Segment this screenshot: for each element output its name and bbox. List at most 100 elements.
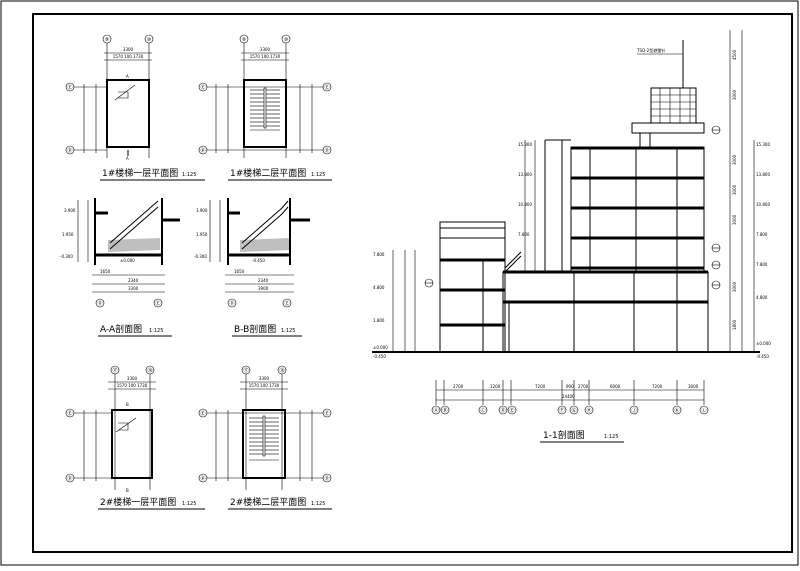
level-text: -0.450 <box>756 354 769 359</box>
stair-flight-fill <box>240 238 290 252</box>
stair-walls <box>243 79 287 148</box>
level-text: 10.800 <box>518 202 532 207</box>
dim-text: 7200 <box>652 384 663 389</box>
axis-ticks <box>435 380 705 405</box>
drawing-title: B-B剖面图 <box>234 323 276 335</box>
axis-label: ⑨ <box>242 37 246 43</box>
row-axis-label: Ⓓ <box>200 475 205 482</box>
dim-text: 1570 100 1730 <box>113 54 144 59</box>
level-text: 3.900 <box>64 208 76 213</box>
dim-text: 3000 <box>732 89 737 100</box>
section-bb: 3.900 1.950 -0.300 -0.450 1650 2340 3900… <box>194 198 310 337</box>
row-axis-label: Ⓓ <box>324 147 329 154</box>
dim-text: 1570 100 1730 <box>249 383 280 388</box>
section-mark: B <box>126 488 129 493</box>
dim-text: 3000 <box>732 154 737 165</box>
axis-label: Ⓔ <box>284 300 289 307</box>
dim-text: 1650 <box>234 269 245 274</box>
level-text: -0.300 <box>60 254 73 259</box>
stair-walls <box>242 409 286 479</box>
stair-walls <box>106 79 150 148</box>
row-axis-label: Ⓔ <box>324 410 329 417</box>
dim-text: 1570 100 1730 <box>117 383 148 388</box>
row-axis-label: Ⓔ <box>200 410 205 417</box>
dim-text: 1650 <box>100 269 111 274</box>
axis-label: Ⓓ <box>229 300 234 307</box>
dim-text: 3300 <box>123 47 134 52</box>
axis-label: Ⓔ <box>155 300 160 307</box>
axis-label: Ⓕ <box>559 407 564 414</box>
level-text: 13.800 <box>756 172 770 177</box>
inner-frame <box>32 13 793 553</box>
drawing-title: 1#楼梯二层平面图 <box>230 167 306 179</box>
dim-text: 3300 <box>259 376 270 381</box>
axis-label: Ⓐ <box>433 407 438 414</box>
drawing-scale: 1:125 <box>182 172 196 178</box>
dim-text: 3000 <box>732 214 737 225</box>
axis-label: Ⓖ <box>571 407 576 414</box>
row-axis-label: Ⓓ <box>67 147 72 154</box>
dim-text: 2700 <box>453 384 464 389</box>
stair-walls <box>111 409 153 479</box>
plan-2f-stair-2: ⑰ ⑱ 3300 1570 100 1730 Ⓔ Ⓓ Ⓔ <box>198 365 332 510</box>
level-text: 4.800 <box>373 285 385 290</box>
dim-text: 3300 <box>128 286 139 291</box>
plan-2f-stair-1: ⑨ ⑩ 3300 1570 100 1730 Ⓔ Ⓓ Ⓔ <box>198 34 332 181</box>
row-axis-label: Ⓓ <box>324 475 329 482</box>
section-mark: A <box>126 74 129 79</box>
axis-label: ⑰ <box>243 367 248 374</box>
drawing-title: 1#楼梯一层平面图 <box>102 167 178 179</box>
section-mark: B <box>126 402 129 407</box>
drawing-title: 1-1剖面图 <box>543 429 585 441</box>
drawing-scale: 1:125 <box>149 328 163 334</box>
dim-text: 4500 <box>732 49 737 60</box>
level-text: 15.300 <box>756 142 770 147</box>
dim-text: 1570 100 1730 <box>250 54 281 59</box>
axis-label: Ⓙ <box>631 407 636 414</box>
level-text: 7.800 <box>518 232 530 237</box>
axis-label: ⑩ <box>284 37 289 43</box>
level-text: 7.800 <box>373 252 385 257</box>
stair-flight-fill <box>108 238 160 252</box>
axis-label: Ⓛ <box>701 407 706 414</box>
dim-text: 7200 <box>535 384 546 389</box>
drawing-scale: 1:125 <box>604 434 618 440</box>
row-axis-label: Ⓔ <box>67 84 72 91</box>
dim-text: 2340 <box>258 278 269 283</box>
axis-bubble <box>95 298 105 308</box>
dim-text: 3300 <box>127 376 138 381</box>
axis-label: ⑱ <box>279 367 284 374</box>
axis-label: Ⓗ <box>586 407 591 414</box>
axis-label: Ⓓ <box>500 407 505 414</box>
dim-text: 2340 <box>128 278 139 283</box>
row-axis-label: Ⓔ <box>67 410 72 417</box>
level-text: ±0.000 <box>756 341 771 346</box>
drawing-title: 2#楼梯一层平面图 <box>100 496 176 508</box>
plan-1f-stair-2: ⑰ ⑱ 3300 1570 100 1730 B B Ⓔ Ⓓ 2#楼梯一层平面图… <box>65 365 205 510</box>
level-text: 10.800 <box>756 202 770 207</box>
level-text: 1.950 <box>196 232 208 237</box>
stair-treads <box>249 415 279 461</box>
dim-text: 3000 <box>732 184 737 195</box>
dim-text: 1800 <box>732 319 737 330</box>
axis-bubble <box>227 298 237 308</box>
axis-bubble <box>153 298 163 308</box>
level-text: ±0.000 <box>373 345 388 350</box>
level-text: 7.800 <box>756 232 768 237</box>
level-text: ±0.000 <box>120 258 135 263</box>
axis-label: Ⓒ <box>480 407 485 414</box>
drawing-scale: 1:125 <box>311 172 325 178</box>
level-text: 4.800 <box>756 295 768 300</box>
axis-label: ⑨ <box>105 37 109 43</box>
axis-label: Ⓓ <box>97 300 102 307</box>
row-axis-label: Ⓓ <box>67 475 72 482</box>
axis-label: ⑱ <box>147 367 152 374</box>
stair-treads <box>250 87 280 131</box>
dim-text: 2700 <box>578 384 589 389</box>
level-text: 7.800 <box>756 262 768 267</box>
level-text: 1.800 <box>373 318 385 323</box>
roof-annotation: TSQ-2型避雷针 <box>636 47 665 53</box>
row-axis-label: Ⓓ <box>200 147 205 154</box>
